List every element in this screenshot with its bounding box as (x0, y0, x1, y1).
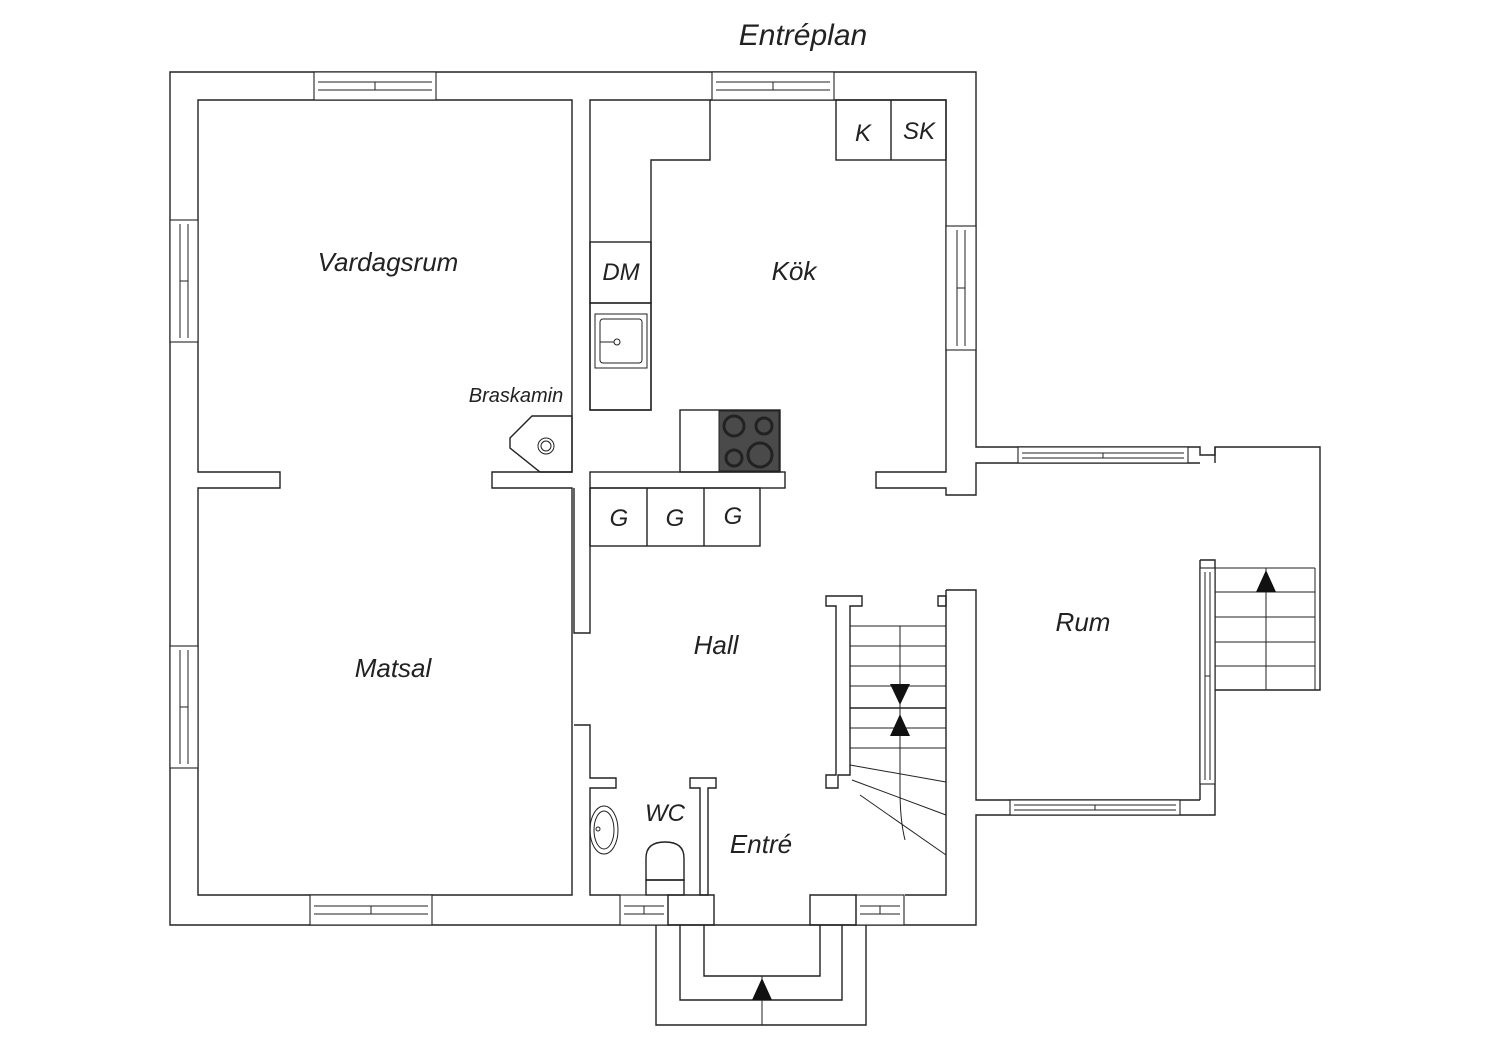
fixture-label-g3: G (724, 503, 743, 530)
fireplace (509, 415, 573, 473)
fixture-label-dm: DM (602, 259, 639, 286)
room-label-entre: Entré (730, 829, 792, 859)
room-label-rum: Rum (1056, 607, 1111, 637)
room-label-vardagsrum: Vardagsrum (318, 247, 459, 277)
fixture-label-k: K (855, 120, 872, 147)
outer-walls (169, 71, 1321, 926)
fixture-labels: Braskamin DM K SK G G G (469, 118, 936, 532)
fixture-label-g1: G (610, 505, 629, 532)
kitchen-fixtures (589, 99, 947, 547)
fixture-label-sk: SK (903, 118, 936, 145)
room-label-hall: Hall (694, 630, 740, 660)
room-label-kok: Kök (772, 256, 819, 286)
staircase (825, 595, 947, 856)
wc-fixtures (589, 777, 717, 896)
fixture-label-braskamin: Braskamin (469, 385, 563, 407)
room-label-wc: WC (645, 800, 686, 827)
entrance-steps (655, 894, 867, 1026)
room-label-matsal: Matsal (355, 653, 433, 683)
fixture-label-g2: G (666, 505, 685, 532)
room-labels: Vardagsrum Kök Matsal Hall Rum Entré WC (318, 247, 1111, 859)
plan-title: Entréplan (739, 19, 867, 52)
outdoor-stairs-right (1215, 567, 1316, 690)
windows (169, 71, 1216, 926)
